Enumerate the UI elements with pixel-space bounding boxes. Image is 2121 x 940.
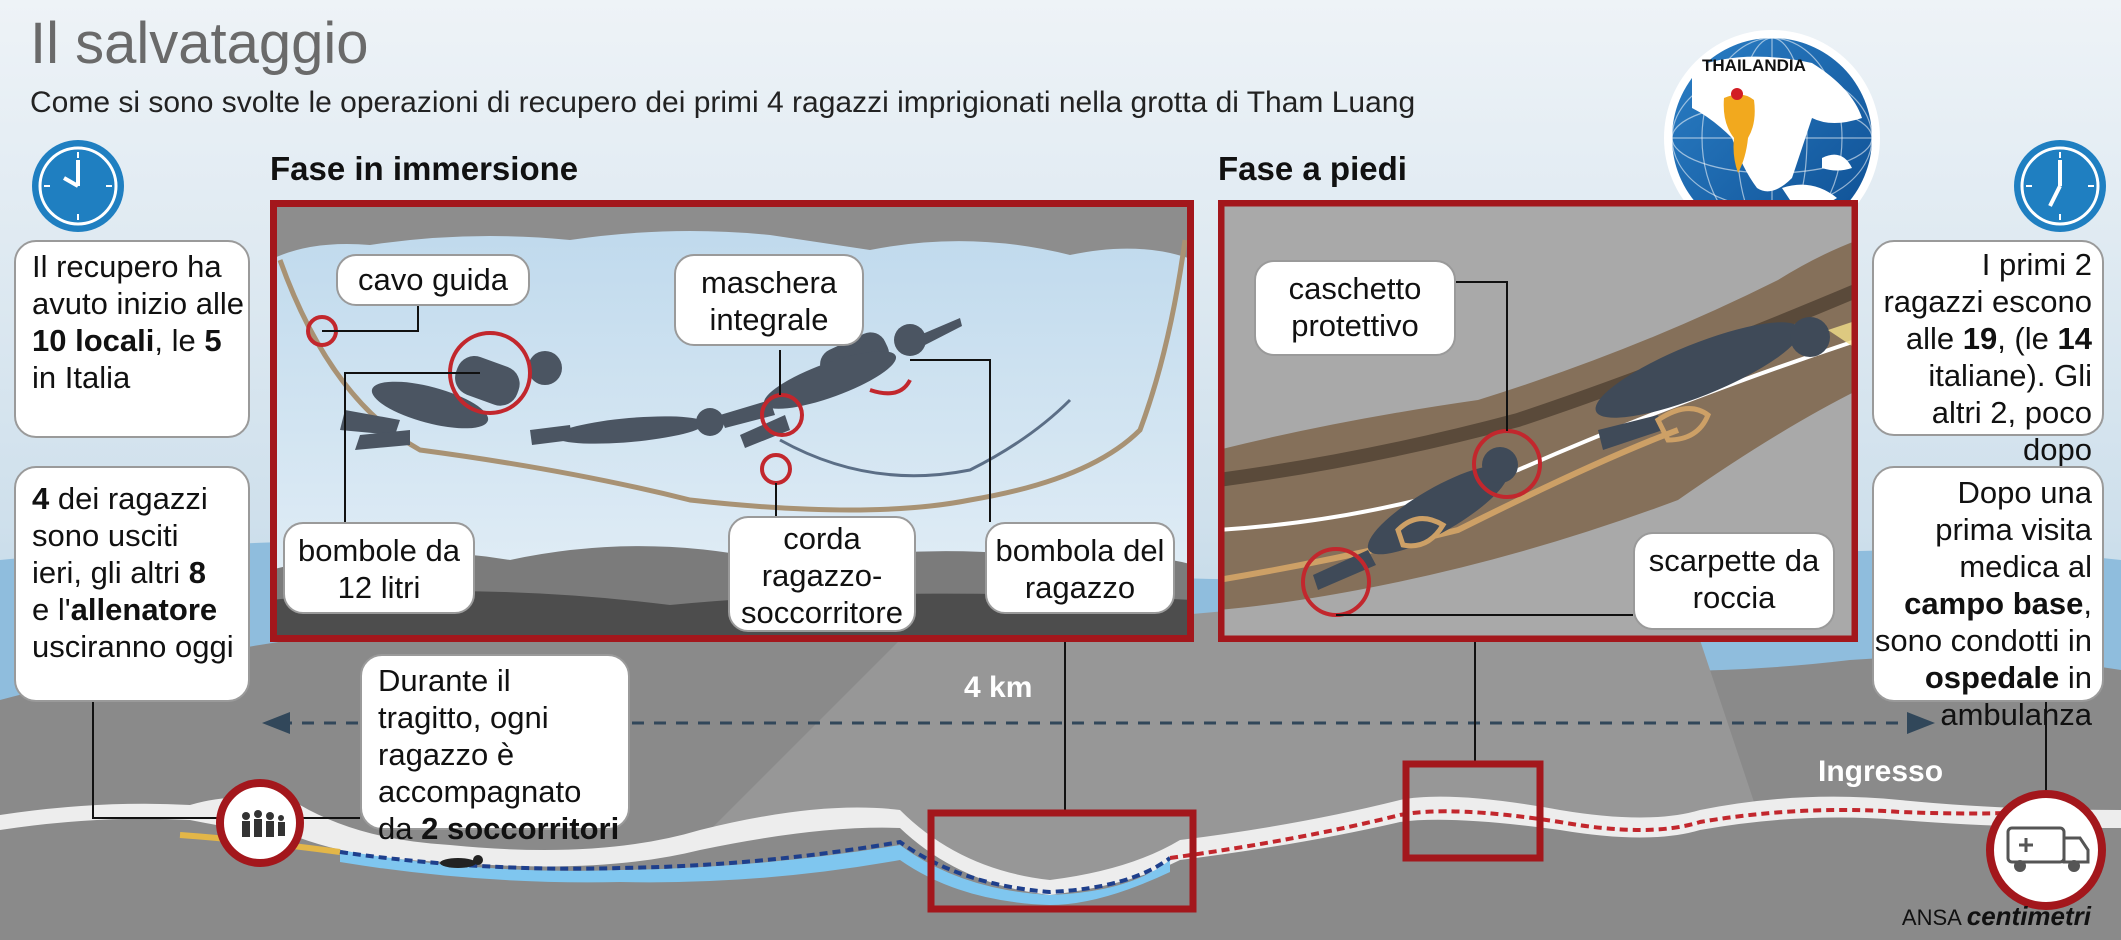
label-boy-tank: bombola del ragazzo	[985, 522, 1175, 614]
info-exit-local-time: 19	[1962, 321, 1998, 356]
info-start-time: Il recupero ha avuto inizio alle 10 loca…	[14, 240, 250, 438]
label-full-mask: maschera integrale	[674, 254, 864, 346]
thailand-globe-map	[1664, 30, 1880, 246]
globe-country-label: THAILANDIA	[1702, 56, 1806, 75]
info-others-remaining: 8	[188, 555, 207, 590]
info-other-boys: 4 dei ragazzi sono usciti ieri, gli altr…	[14, 466, 250, 702]
clock-exit-icon	[2014, 140, 2106, 232]
label-rope: corda ragazzo-soccorritore	[728, 516, 916, 632]
page-title: Il salvataggio	[30, 11, 369, 76]
route-distance: 4 km	[964, 671, 1033, 704]
credit: ANSA centimetri	[1902, 901, 2091, 932]
credit-prefix: ANSA	[1901, 905, 1961, 930]
label-rock-shoes: scarpette da roccia	[1633, 532, 1835, 630]
info-after-exit: Dopo una prima visita medica al campo ba…	[1872, 466, 2104, 732]
info-others-coach: allenatore	[70, 592, 218, 627]
info-exit-connector: , (le	[1997, 321, 2049, 356]
info-start-connector: , le	[154, 323, 196, 358]
info-transit-text: Durante il tragitto, ogni ragazzo è acco…	[378, 663, 582, 846]
label-helmet: caschetto protettivo	[1254, 260, 1456, 356]
info-after-text: Dopo una prima visita medica al	[1935, 475, 2092, 584]
label-guide-cable: cavo guida	[336, 254, 530, 306]
info-start-italy-time: 5	[204, 323, 222, 358]
info-exit-time: I primi 2 ragazzi escono alle 19, (le 14…	[1872, 240, 2104, 467]
info-exit-italy-text: italiane). Gli altri 2, poco dopo	[1928, 358, 2092, 467]
info-start-italy-text: in Italia	[32, 360, 131, 395]
info-after-connector: , sono condotti in	[1874, 586, 2092, 658]
phase-walk-title: Fase a piedi	[1218, 150, 1407, 187]
info-exit-italy-time: 14	[2057, 321, 2092, 356]
info-start-text: Il recupero ha avuto inizio alle	[32, 249, 244, 321]
info-others-and: e l'	[32, 592, 71, 627]
clock-start-icon	[32, 140, 124, 232]
info-transit-rescuers: 2 soccorritori	[421, 811, 620, 846]
page-subtitle: Come si sono svolte le operazioni di rec…	[30, 86, 1416, 119]
info-start-local-time: 10 locali	[32, 323, 155, 358]
info-others-today: usciranno oggi	[32, 629, 234, 664]
info-after-ambulance: in ambulanza	[1940, 660, 2092, 732]
info-after-base-camp: campo base	[1904, 586, 2084, 621]
phase-dive-title: Fase in immersione	[270, 150, 579, 187]
credit-brand: centimetri	[1966, 901, 2091, 931]
info-transit: Durante il tragitto, ogni ragazzo è acco…	[360, 654, 630, 846]
info-exit-text: I primi 2 ragazzi escono alle	[1883, 247, 2092, 356]
label-tanks: bombole da 12 litri	[283, 522, 475, 614]
info-others-count: 4	[32, 481, 50, 516]
cave-entrance-label: Ingresso	[1818, 755, 1944, 788]
info-others-text: dei ragazzi sono usciti ieri, gli altri	[32, 481, 208, 590]
info-after-hospital: ospedale	[1924, 660, 2060, 695]
